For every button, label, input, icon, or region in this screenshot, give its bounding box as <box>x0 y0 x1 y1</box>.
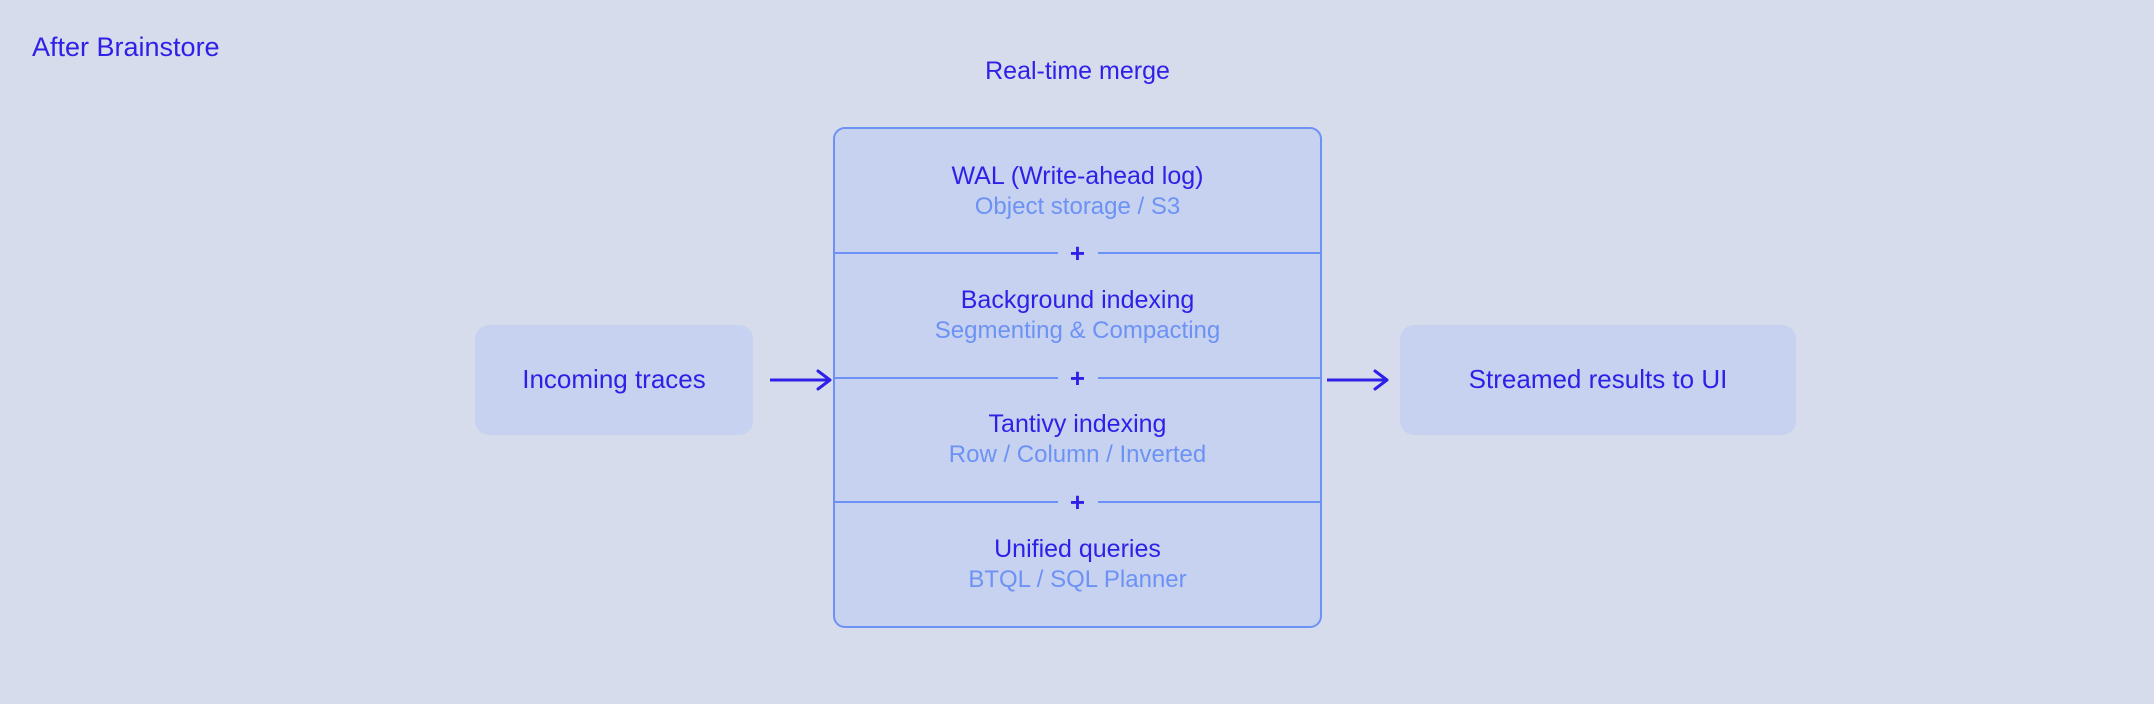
divider-rule-left <box>835 252 1058 255</box>
stack-layer-tantivy-indexing: + Tantivy indexing Row / Column / Invert… <box>835 365 1320 502</box>
plus-icon: + <box>1058 489 1098 515</box>
divider-rule-left <box>835 376 1058 379</box>
arrow-right-icon <box>768 364 840 396</box>
divider-rule-right <box>1097 500 1320 503</box>
layer-subtitle: Object storage / S3 <box>974 192 1181 220</box>
layer-title: Background indexing <box>960 286 1195 314</box>
layer-subtitle: Row / Column / Inverted <box>948 441 1207 469</box>
plus-icon: + <box>1058 240 1098 266</box>
layer-title: Unified queries <box>994 534 1161 563</box>
layer-divider: + <box>835 365 1320 391</box>
divider-rule-right <box>1097 376 1320 379</box>
stack-layer-background-indexing: + Background indexing Segmenting & Compa… <box>835 240 1320 377</box>
incoming-traces-label: Incoming traces <box>522 364 706 395</box>
layer-subtitle: Segmenting & Compacting <box>934 317 1221 344</box>
layer-title: WAL (Write-ahead log) <box>951 161 1204 190</box>
plus-icon: + <box>1058 365 1098 391</box>
layer-title: Tantivy indexing <box>988 410 1167 439</box>
stack-layer-wal: WAL (Write-ahead log) Object storage / S… <box>835 129 1320 253</box>
divider-rule-right <box>1097 252 1320 255</box>
arrow-right-icon <box>1325 364 1397 396</box>
plus-glyph: + <box>1069 238 1086 269</box>
streamed-results-label: Streamed results to UI <box>1468 364 1728 395</box>
layer-divider: + <box>835 489 1320 515</box>
stack-title: Real-time merge <box>985 57 1170 85</box>
layer-subtitle: BTQL / SQL Planner <box>968 565 1187 593</box>
page-title: After Brainstore <box>32 32 220 62</box>
divider-rule-left <box>835 500 1058 503</box>
streamed-results-box: Streamed results to UI <box>1400 325 1796 435</box>
real-time-merge-group: Real-time merge WAL (Write-ahead log) Ob… <box>833 59 1322 628</box>
plus-glyph: + <box>1069 486 1086 517</box>
layer-divider: + <box>835 240 1320 266</box>
stack-layer-unified-queries: + Unified queries BTQL / SQL Planner <box>835 489 1320 626</box>
merge-stack: WAL (Write-ahead log) Object storage / S… <box>833 127 1322 628</box>
plus-glyph: + <box>1069 362 1086 393</box>
incoming-traces-box: Incoming traces <box>475 325 753 435</box>
